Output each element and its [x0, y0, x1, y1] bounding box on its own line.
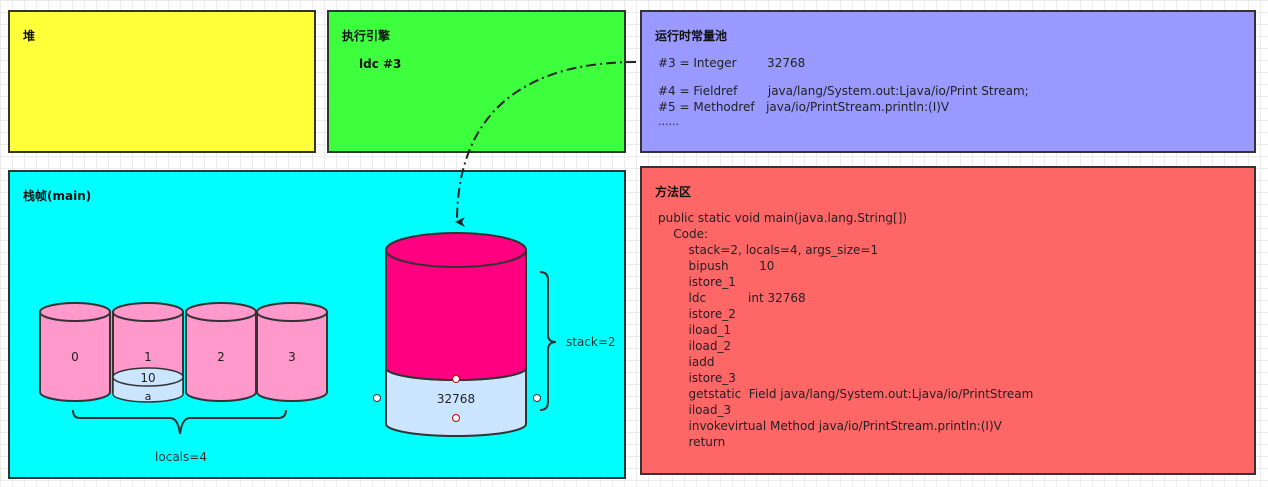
code-line: istore_3	[658, 371, 736, 385]
connection-point	[452, 375, 460, 383]
operand-stack: 32768	[373, 232, 541, 437]
constant-pool-title: 运行时常量池	[655, 29, 728, 43]
heap-panel: 堆	[8, 10, 316, 153]
stack-brace	[539, 271, 557, 411]
current-instruction: ldc #3	[359, 57, 402, 71]
code-line: iload_3	[658, 403, 732, 417]
code-line: iload_2	[658, 339, 732, 353]
constant-pool-panel: 运行时常量池 #3 = Integer 32768 #4 = Fieldref …	[640, 10, 1256, 153]
local-slot-label: 0	[71, 350, 79, 364]
stack-frame-title: 栈帧(main)	[23, 189, 92, 203]
load-constant-arrow	[455, 61, 637, 228]
pool-entry: #4 = Fieldref java/lang/System.out:Ljava…	[658, 84, 1029, 98]
locals-label: locals=4	[155, 450, 207, 464]
stack-value: 32768	[437, 392, 475, 406]
stack-label: stack=2	[566, 335, 616, 349]
code-line: stack=2, locals=4, args_size=1	[658, 243, 879, 257]
code-line: bipush 10	[658, 259, 775, 273]
local-slot-label: 2	[217, 350, 225, 364]
local-slot-2: 2	[185, 302, 257, 402]
code-line: iload_1	[658, 323, 732, 337]
local-value-10: 10 a	[112, 367, 184, 403]
code-line: public static void main(java.lang.String…	[658, 211, 908, 225]
method-area-title: 方法区	[655, 185, 692, 199]
code-line: istore_2	[658, 307, 736, 321]
code-line: iadd	[658, 355, 715, 369]
engine-title: 执行引擎	[342, 29, 391, 43]
local-slot-label: 3	[288, 350, 296, 364]
locals-brace	[72, 409, 287, 435]
code-line: Code:	[658, 227, 709, 241]
method-area-panel: 方法区 public static void main(java.lang.St…	[640, 166, 1256, 475]
connection-point	[533, 394, 541, 402]
execution-engine-panel: 执行引擎 ldc #3	[327, 10, 626, 153]
local-slot-0: 0	[39, 302, 111, 402]
local-slot-label: 1	[144, 350, 152, 364]
pool-entry: #5 = Methodref java/io/PrintStream.print…	[658, 100, 950, 114]
pool-entry-ellipsis: ......	[658, 115, 679, 128]
local-value-text: 10	[140, 371, 155, 385]
code-line: invokevirtual Method java/io/PrintStream…	[658, 419, 1002, 433]
code-line: ldc int 32768	[658, 291, 806, 305]
heap-title: 堆	[23, 29, 36, 43]
code-line: istore_1	[658, 275, 736, 289]
connection-point	[452, 414, 460, 422]
code-line: getstatic Field java/lang/System.out:Lja…	[658, 387, 1034, 401]
local-slot-3: 3	[256, 302, 328, 402]
local-var-name: a	[145, 390, 152, 403]
pool-entry: #3 = Integer 32768	[658, 56, 806, 70]
code-line: return	[658, 435, 726, 449]
connection-point	[373, 394, 381, 402]
